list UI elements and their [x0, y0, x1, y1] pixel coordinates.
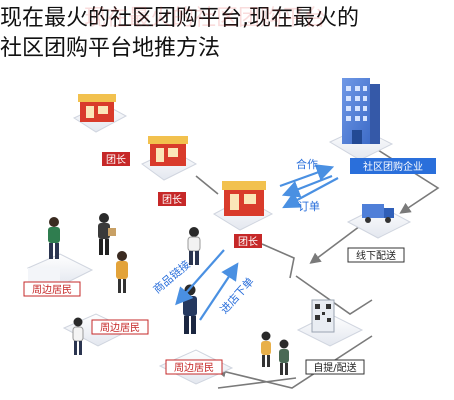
- tag-offline-delivery: 线下配送: [347, 247, 405, 263]
- tag-resident-3: 周边居民: [165, 359, 223, 375]
- person-figure-8: [279, 339, 289, 375]
- heading-line-1: 现在最火的社区团购平台,现在最火的: [0, 6, 359, 31]
- connector-offline-hub: [309, 225, 361, 264]
- store-building-1: [72, 94, 128, 133]
- delivery-truck-icon: [346, 204, 412, 239]
- person-figure-4: [187, 227, 201, 265]
- tag-platform: 社区团购企业: [350, 158, 436, 174]
- connector-store-leader: [195, 175, 219, 195]
- arrow-place-order: [199, 262, 239, 321]
- tag-offline-delivery-label: 线下配送: [356, 249, 396, 262]
- tag-resident-1-label: 周边居民: [32, 284, 72, 296]
- flow-arrows: [175, 164, 339, 321]
- tag-leader-2-label: 团长: [162, 194, 182, 206]
- flow-label-order: 订单: [298, 200, 320, 213]
- person-figure-2: [98, 213, 116, 255]
- tag-resident-1: 周边居民: [23, 281, 81, 297]
- store-building-2: [141, 136, 198, 181]
- leader-store-building: [212, 181, 274, 231]
- connector-hub-pickup: [295, 275, 373, 315]
- tag-leader-3: 团长: [234, 234, 262, 248]
- person-figure-3: [116, 251, 128, 293]
- flow-label-cooperation: 合作: [296, 157, 318, 171]
- tag-leader-3-label: 团长: [238, 236, 258, 248]
- tag-leader-1: 团长: [102, 152, 130, 166]
- person-figure-6: [183, 284, 197, 334]
- flow-label-place-order: 进店下单: [217, 274, 257, 316]
- person-figure-1: [48, 217, 60, 259]
- arrow-cooperation-back: [281, 174, 333, 198]
- heading-line-2: 社区团购平台地推方法: [0, 36, 221, 61]
- tag-resident-3-label: 周边居民: [174, 362, 214, 374]
- connector-lines: [195, 149, 440, 389]
- resident-platform-left: [26, 253, 94, 287]
- tag-leader-2: 团长: [158, 192, 186, 206]
- tag-resident-2-label: 周边居民: [100, 322, 140, 334]
- connector-resident-bottom: [217, 377, 297, 389]
- tag-resident-2: 周边居民: [91, 319, 149, 335]
- connector-hub-leader: [261, 243, 295, 279]
- person-figure-5: [72, 317, 84, 355]
- tag-platform-label: 社区团购企业: [363, 160, 423, 173]
- connector-pickup-resident: [214, 335, 373, 389]
- tag-leader-1-label: 团长: [106, 154, 126, 166]
- tag-pickup-label: 自提/配送: [313, 361, 356, 374]
- tag-pickup: 自提/配送: [305, 359, 365, 375]
- pickup-locker-icon: [296, 299, 364, 347]
- arrow-order: [282, 177, 339, 209]
- person-figure-7: [261, 331, 271, 367]
- arrow-product-link: [175, 249, 225, 306]
- platform-building: [328, 78, 394, 161]
- page-heading: 现在最火的社区团购平台,现在最火的 社区团购平台地推方法: [0, 4, 454, 64]
